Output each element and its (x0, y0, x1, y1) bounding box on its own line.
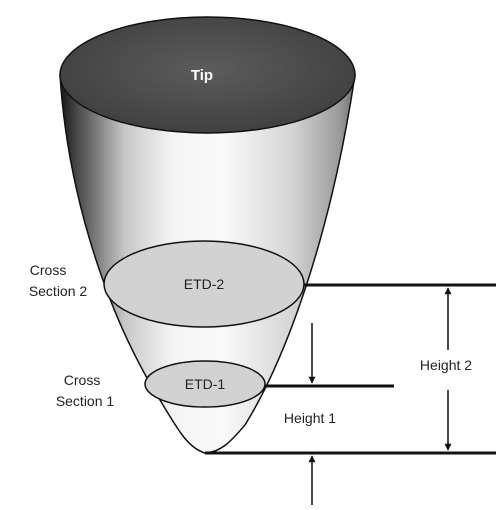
tip-label: Tip (191, 67, 213, 84)
cross-section-1-label-line1: Cross (64, 372, 101, 388)
height-1-label: Height 1 (284, 410, 336, 426)
tip-ellipse (59, 16, 356, 134)
cross-section-2-label: Cross Section 2 (29, 262, 88, 299)
cross-section-2-label-line2: Section 2 (29, 283, 88, 299)
cross-section-1-label: Cross Section 1 (56, 372, 115, 409)
etd2-label: ETD-2 (184, 276, 225, 292)
cross-section-1-label-line2: Section 1 (56, 393, 115, 409)
height-2-label: Height 2 (420, 357, 472, 373)
etd1-label: ETD-1 (185, 376, 226, 392)
cross-section-2-label-line1: Cross (30, 262, 67, 278)
cross-section-1-ellipse (144, 360, 266, 408)
